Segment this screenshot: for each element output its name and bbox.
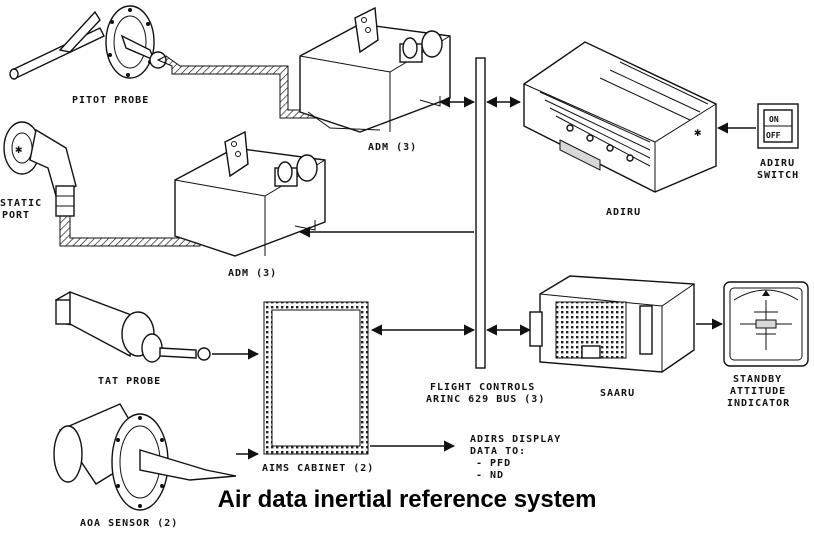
standby-label-1: STANDBY: [733, 374, 782, 385]
static-port-label-1: STATIC: [0, 198, 42, 209]
switch-off-label: OFF: [766, 131, 781, 140]
aoa-sensor-label: AOA SENSOR (2): [80, 518, 178, 529]
svg-text:✱: ✱: [694, 125, 701, 139]
saaru-label: SAARU: [600, 388, 635, 399]
adm-lower: [174, 130, 326, 257]
static-port: ✱: [3, 121, 77, 217]
standby-label-3: INDICATOR: [727, 398, 790, 409]
arinc-629-bus: [475, 57, 486, 369]
adiru-switch-label-1: ADIRU: [760, 158, 795, 169]
saaru-unit: [529, 275, 695, 373]
adiru-unit: ✱: [523, 41, 717, 193]
display-label-2: DATA TO:: [470, 446, 526, 457]
svg-text:✱: ✱: [15, 142, 22, 156]
adiru-label: ADIRU: [606, 207, 641, 218]
tat-probe-label: TAT PROBE: [98, 376, 161, 387]
display-label-1: ADIRS DISPLAY: [470, 434, 561, 445]
adm-lower-label: ADM (3): [228, 268, 277, 279]
pitot-probe: [9, 5, 167, 80]
diagram-caption: Air data inertial reference system: [217, 486, 597, 513]
tat-probe: [55, 290, 211, 363]
standby-attitude-indicator: [723, 281, 809, 367]
adiru-switch: ON OFF: [757, 103, 799, 149]
adm-upper-label: ADM (3): [368, 142, 417, 153]
pitot-probe-label: PITOT PROBE: [72, 95, 149, 106]
aoa-sensor: [53, 403, 237, 511]
aims-cabinet-label: AIMS CABINET (2): [262, 463, 374, 474]
adiru-switch-label-2: SWITCH: [757, 170, 799, 181]
aims-cabinet: [263, 301, 369, 455]
pitot-tube: [156, 55, 323, 119]
adm-upper: [299, 6, 451, 133]
static-port-label-2: PORT: [2, 210, 30, 221]
display-label-3: - PFD: [476, 458, 511, 469]
display-label-4: - ND: [476, 470, 504, 481]
bus-label-2: ARINC 629 BUS (3): [426, 394, 545, 405]
switch-on-label: ON: [769, 115, 779, 124]
bus-label-1: FLIGHT CONTROLS: [430, 382, 535, 393]
standby-label-2: ATTITUDE: [730, 386, 786, 397]
